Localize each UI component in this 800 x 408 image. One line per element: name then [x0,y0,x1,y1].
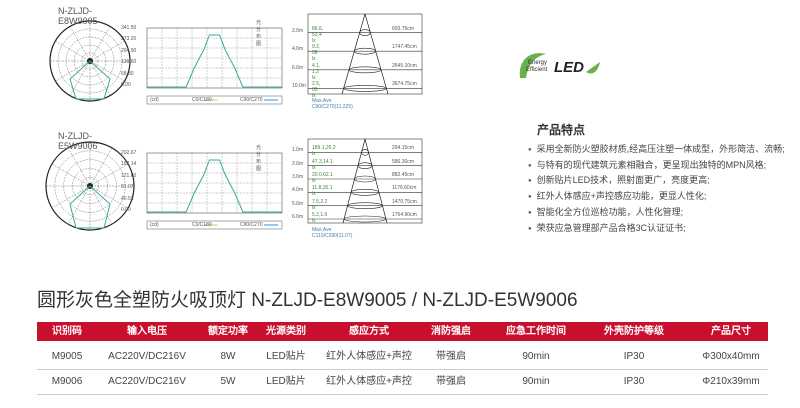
feature-item: 采用全新防火塑胶材质,经高压注塑一体成型，外形简洁、流畅; [528,142,785,155]
feature-item: 荣获应急管理部产品合格3C认证证书; [528,221,686,234]
model-label: N-ZLJD-E8W9005 [58,6,98,26]
legend-c0: C0/C180 [192,97,212,103]
cone-height: 6.0m [292,64,304,71]
cone-lux: 47.3,14.1 lx [312,158,333,171]
cone-diameter: 3674.75cm [392,81,417,88]
th-size: 产品尺寸 [711,326,751,337]
cell: 90min [522,376,550,387]
chart-title: 光分布图 [256,20,262,47]
cell: 红外人体感应+声控 [326,351,412,362]
cell: 红外人体感应+声控 [326,376,412,387]
cone-diameter: 1176.60cm [392,185,417,192]
y-tick: 0.00 [121,82,131,88]
th-code: 识别码 [52,326,82,337]
cone-height: 3.0m [292,174,304,180]
cell: M9005 [51,351,83,362]
y-tick: 202.67 [121,150,137,156]
leaf-icon [519,53,600,78]
th-source: 光源类别 [266,326,306,337]
features-title: 产品特点 [537,123,586,137]
y-tick: 121.60 [121,172,137,179]
th-ip: 外壳防护等级 [604,326,664,337]
cell: 带强启 [436,351,466,362]
th-fire: 消防强启 [431,326,471,337]
feature-item: 智能化全方位巡检功能，人性化管理; [528,205,684,218]
energy-efficient-led-logo: Energy Efficient LED [516,48,606,84]
polar-plot [49,13,423,105]
cone-height: 1.0m [292,147,304,154]
table-row: M9006 AC220V/DC216V 5W LED贴片 红外人体感应+声控 带… [37,370,768,395]
cell: LED贴片 [266,351,306,362]
model-label: N-ZLJD-E5W9006 [58,131,98,151]
cell: IP30 [623,376,645,387]
th-voltage: 输入电压 [127,326,167,337]
chart-title: 光分布图 [256,145,262,172]
y-tick: 162.14 [121,161,137,168]
cone-note: Max,Ave C90/C270(11.225) [312,98,353,110]
y-tick: 68.30 [121,70,134,77]
cell: 5W [220,376,236,387]
cell: IP30 [623,351,645,362]
cone-lux: 4.1, 1.2 lx [312,62,321,81]
table-row: M9005 AC220V/DC216V 8W LED贴片 红外人体感应+声控 带… [37,345,768,370]
cone-lux: 2.5, 05 lx [312,81,321,100]
cone-lux: 9.2, 08 lx [312,44,321,63]
cone-diameter: 294.15cm [392,145,414,152]
cone-note: Max,Ave C110/C290(11.07) [312,227,353,239]
cone-height: 2.0m [292,27,304,34]
th-sensing: 感应方式 [349,326,389,337]
cell: Φ210x39mm [702,376,760,387]
polar-plot [45,138,423,231]
y-tick: 81.07 [121,184,134,191]
product-title: 圆形灰色全塑防火吸顶灯 N-ZLJD-E8W9005 / N-ZLJD-E5W9… [37,290,578,311]
cell: 带强启 [436,376,466,387]
spec-table-header: 识别码 输入电压 额定功率 光源类别 感应方式 消防强启 应急工作时间 外壳防护… [37,322,768,341]
cone-lux: 20.0,62.1 lx [312,172,333,184]
logo-text-2: Efficient [526,67,548,73]
y-tick: 204.90 [121,47,137,54]
cell: LED贴片 [266,376,306,387]
cone-diameter: 586.30cm [392,158,414,165]
cone-height: 4.0m [292,46,304,53]
cone-diameter: 2645.10cm [392,62,417,69]
logo-text-1: Energy [528,60,548,66]
y-tick: 341.50 [121,25,137,31]
cone-diameter: 1747.45cm [392,44,417,51]
cone-diameter: 1764.90cm [392,212,417,218]
cone-height: 6.0m [292,214,304,220]
feature-item: 红外人体感应+声控感应功能，更显人性化; [528,189,707,202]
legend-unit: (cd) [150,97,159,103]
legend-c0: C0/C180 [192,222,212,228]
cell: 8W [220,351,236,362]
cone-height: 5.0m [292,200,304,207]
cone-lux: 86.6, 53.4 lx [312,25,324,44]
cone-diameter: 882.45cm [392,172,414,178]
cone-lux: 5.2,1.6 lx [312,212,328,224]
cell: 90min [522,351,550,362]
cell: M9006 [51,376,83,387]
cone-height: 2.0m [292,160,304,167]
feature-item: 创新贴片LED技术，照射面更广，亮度更高; [528,173,710,186]
feature-item: 与特有的现代建筑元素相融合，更呈现出独特的MPN风格; [528,158,767,171]
cell: AC220V/DC216V [108,351,186,362]
y-tick: 0.00 [121,207,131,213]
th-time: 应急工作时间 [506,326,566,337]
cell: AC220V/DC216V [108,376,186,387]
cone-diameter: 1470.75cm [392,198,417,205]
cone-lux: 189.1,26.2 lx [312,145,336,158]
y-tick: 273.20 [121,36,137,43]
logo-led: LED [554,59,584,76]
cone-height: 4.0m [292,187,304,194]
cone-height: 10.0m [292,83,306,90]
th-power: 额定功率 [208,326,248,337]
cone-lux: 7.5,2.2 lx [312,198,328,211]
y-tick: 40.53 [121,195,134,202]
y-tick: 136.60 [121,59,137,66]
cone-lux: 11.8,35.1 lx [312,185,333,198]
legend-c90: C90/C270 [240,97,263,103]
legend-c90: C90/C270 [240,222,263,228]
cone-diameter: 693.75cm [392,25,414,32]
legend-unit: (cd) [150,222,159,228]
cell: Φ300x40mm [702,351,760,362]
